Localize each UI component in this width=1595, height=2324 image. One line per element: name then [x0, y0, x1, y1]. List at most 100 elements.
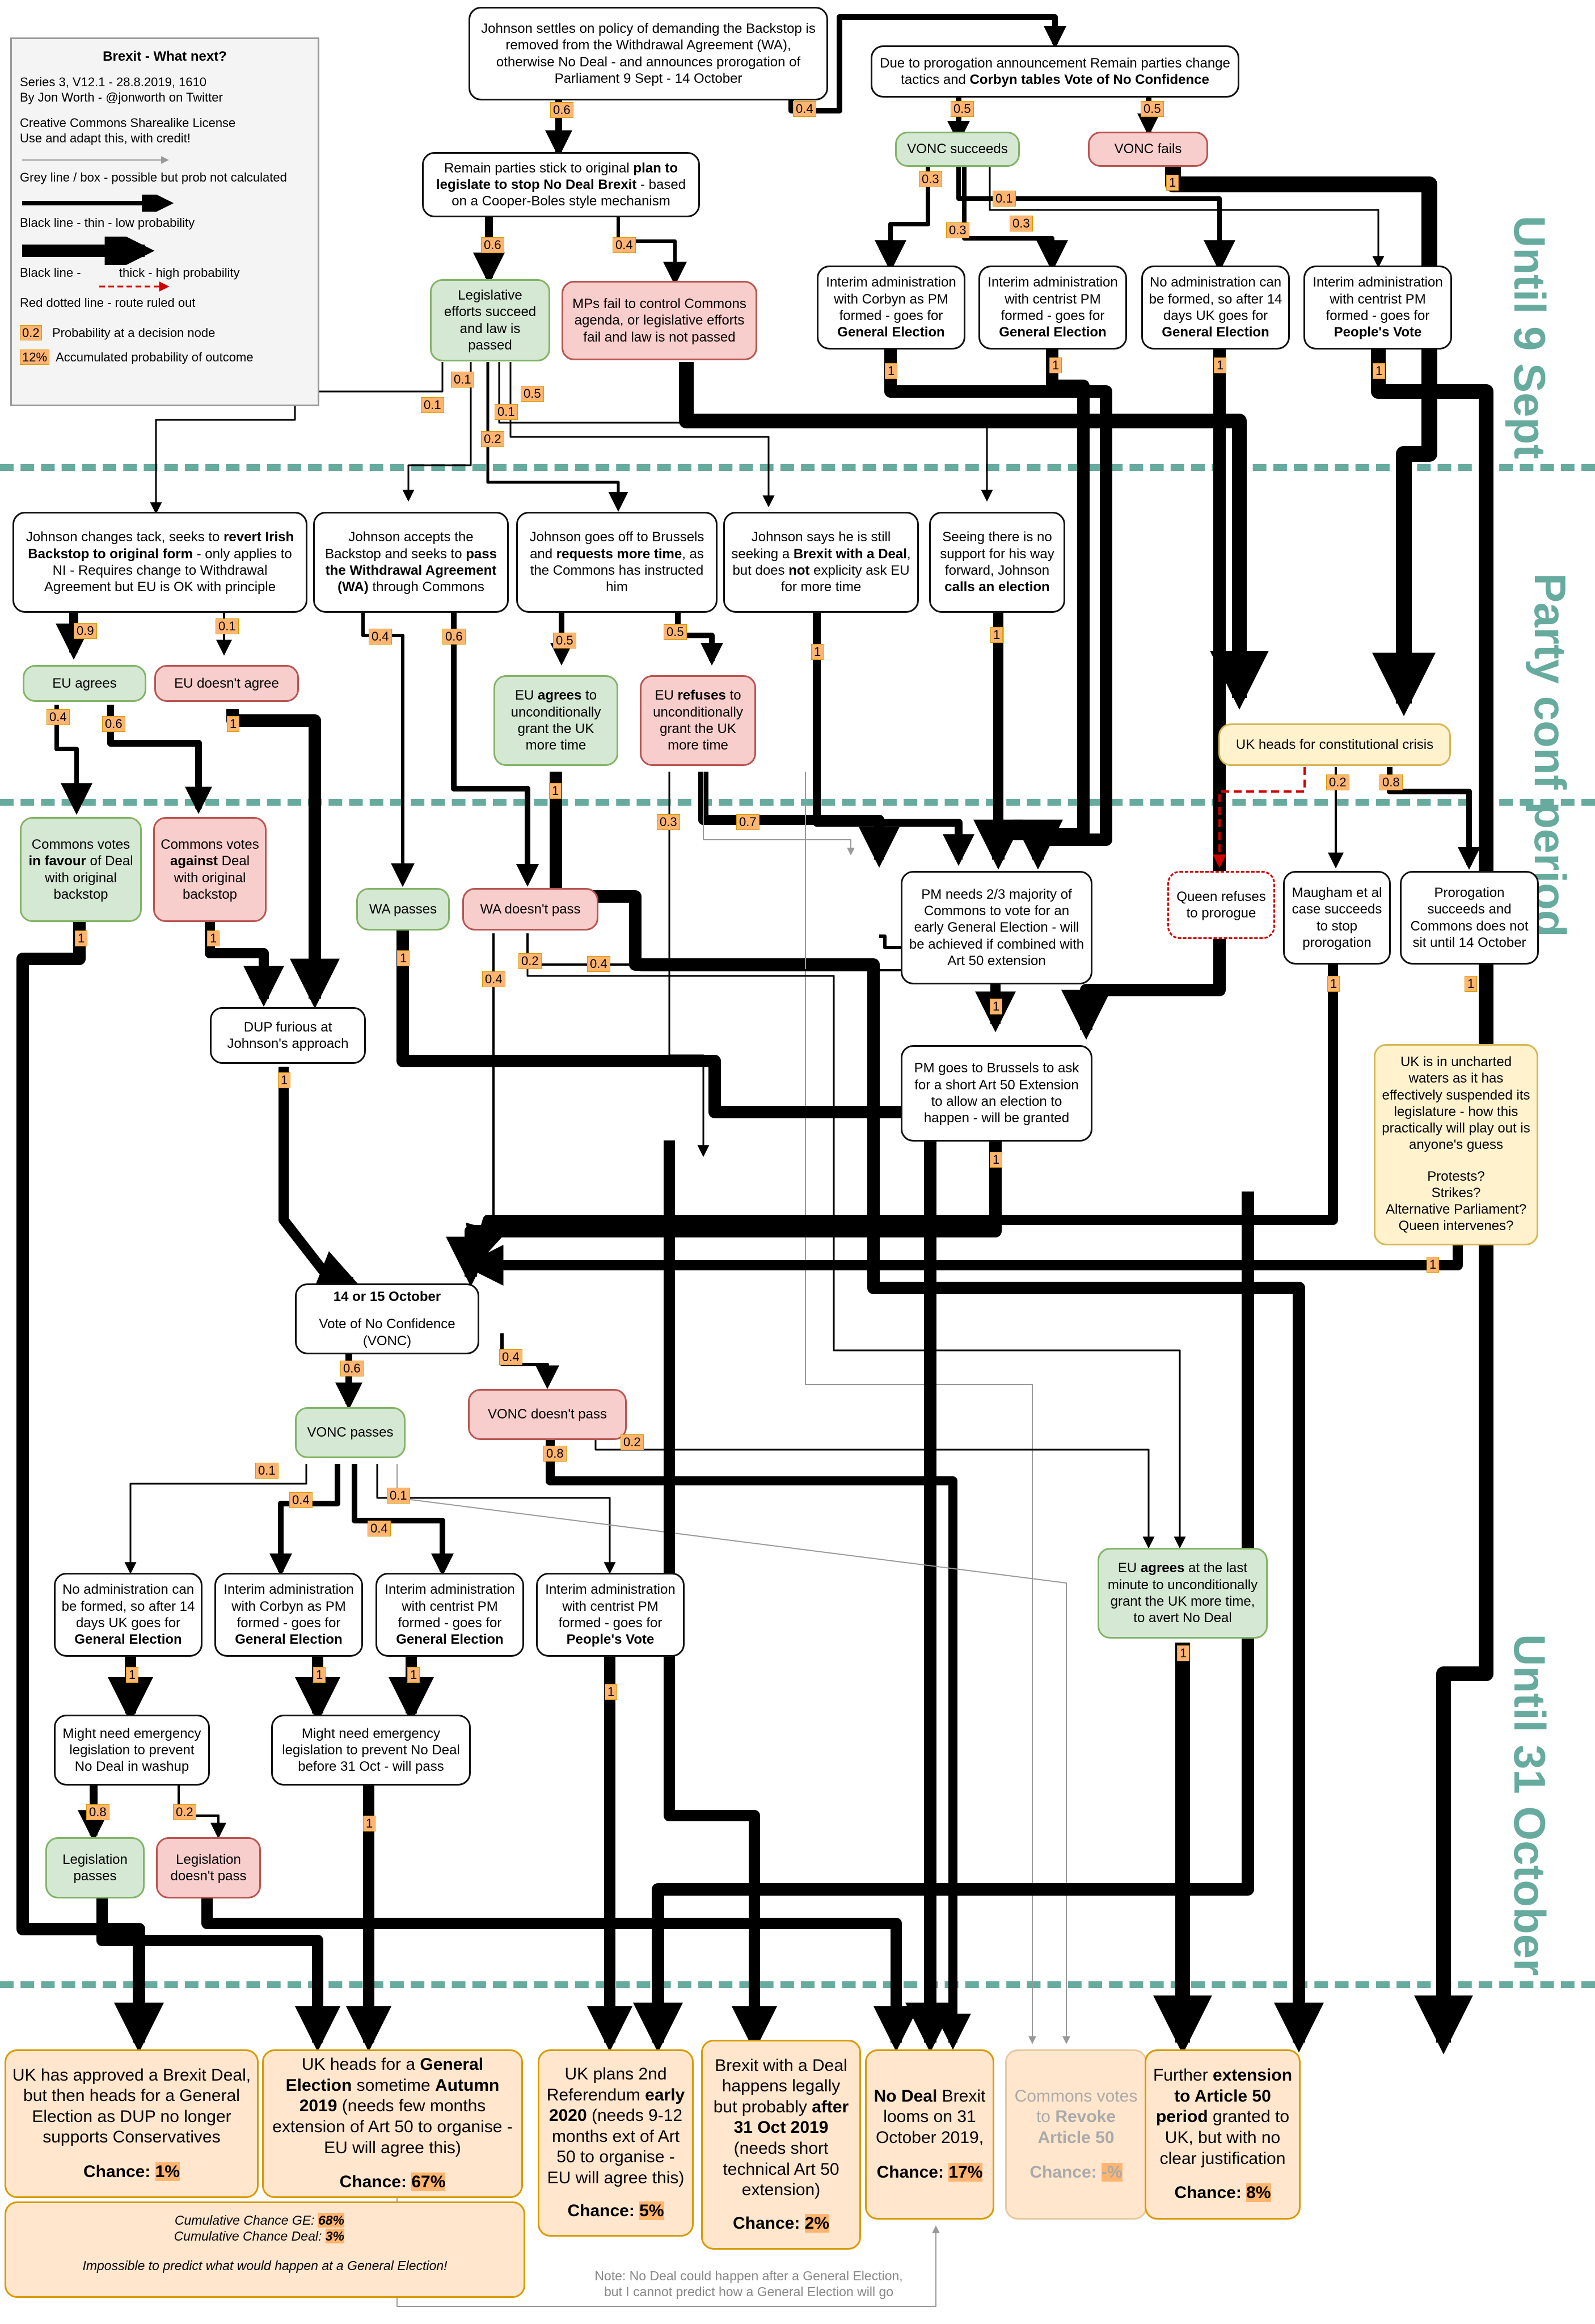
- legend-acc-row: 12% Accumulated probability of outcome: [20, 350, 310, 365]
- node-wa-doesnt-pass: WA doesn't pass: [462, 888, 598, 931]
- node-commons-against: Commons votes against Deal with original…: [153, 817, 267, 922]
- edge-probability-label: 0.1: [421, 397, 444, 413]
- outcome-deal-after-oct: Brexit with a Deal happens legally but p…: [701, 2040, 861, 2250]
- edge-probability-label: 1: [278, 1072, 291, 1088]
- edge: [679, 362, 1269, 710]
- edge-probability-label: 1: [1166, 175, 1179, 191]
- legend-grey-arrow: [22, 155, 169, 164]
- edge: [96, 1898, 340, 2052]
- edge-probability-label: 1: [313, 1667, 326, 1683]
- edge: [201, 1898, 919, 2052]
- edge-probability-label: 1: [549, 783, 562, 799]
- legend-thick-line-label: Black line - thick - high probability: [20, 265, 240, 280]
- edge-probability-label: 1: [1465, 976, 1478, 992]
- edge-probability-label: 0.6: [442, 629, 466, 645]
- edge-probability-label: 0.4: [499, 1349, 522, 1365]
- legend-prob-box: 0.2: [20, 325, 42, 341]
- edge: [451, 613, 539, 887]
- separator-line: [0, 799, 1595, 806]
- edge-probability-label: 1: [407, 1667, 420, 1683]
- edge-probability-label: 0.2: [481, 431, 504, 447]
- edge: [813, 613, 974, 866]
- legend-grey-line-label: Grey line / box - possible but prob not …: [20, 170, 287, 185]
- legend-red-line-label: Red dotted line - route ruled out: [20, 296, 196, 310]
- period-label-until-9-sept: Until 9 Sept: [1505, 216, 1555, 460]
- edge: [1165, 166, 1437, 717]
- node-no-admin-ge-2: No administration can be formed, so afte…: [54, 1573, 202, 1657]
- edge: [361, 613, 415, 887]
- edge: [617, 216, 687, 286]
- edge-probability-label: 1: [1327, 976, 1340, 992]
- edge: [376, 1464, 616, 1574]
- edge: [962, 166, 1068, 272]
- legend-license-line: Creative Commons Sharealike License: [20, 115, 236, 130]
- legend-acc-text: Accumulated probability of outcome: [56, 350, 254, 365]
- edge-probability-label: 0.4: [368, 1521, 391, 1536]
- edge: [1213, 767, 1306, 868]
- outcome-further-extension: Further extension to Article 50 period g…: [1145, 2049, 1301, 2220]
- separator-line: [0, 464, 1595, 471]
- node-brussels-more-time: Johnson goes off to Brussels and request…: [516, 512, 718, 613]
- edge-probability-label: 0.5: [664, 624, 687, 640]
- edge-probability-label: 0.2: [518, 953, 542, 969]
- node-legislative-succeed: Legislative efforts succeed and law is p…: [430, 279, 550, 361]
- edge-probability-label: 1: [811, 644, 824, 660]
- edge: [226, 709, 340, 1009]
- edge-probability-label: 1: [363, 1816, 376, 1832]
- node-wa-passes: WA passes: [356, 888, 450, 931]
- legend-thick-arrow: [22, 225, 155, 276]
- edge-probability-label: 1: [75, 931, 88, 946]
- node-ia-peoples-vote: Interim administration with centrist PM …: [1303, 266, 1452, 350]
- node-prorogation-succeeds: Prorogation succeeds and Commons does no…: [1400, 871, 1539, 965]
- edge-probability-label: 0.6: [481, 237, 504, 253]
- node-emergency-washup: Might need emergency legislation to prev…: [54, 1715, 210, 1786]
- node-emergency-pass: Might need emergency legislation to prev…: [271, 1715, 471, 1786]
- edge-probability-label: 0.6: [550, 102, 573, 118]
- edge: [884, 347, 1112, 870]
- edge-probability-label: 0.4: [369, 629, 392, 645]
- edge: [498, 362, 993, 502]
- edge: [396, 1464, 1070, 2044]
- node-ia-peoples-vote-2: Interim administration with centrist PM …: [536, 1573, 685, 1657]
- edge-probability-label: 0.4: [289, 1492, 313, 1508]
- node-eu-agrees-more-time: EU agrees to unconditionally grant the U…: [493, 675, 618, 766]
- edge-probability-label: 0.5: [1141, 101, 1164, 117]
- edge-probability-label: 0.4: [793, 101, 816, 117]
- edge-probability-label: 1: [1214, 357, 1227, 373]
- edge-probability-label: 0.1: [216, 618, 239, 634]
- edge: [698, 772, 900, 868]
- edge-probability-label: 0.5: [521, 386, 544, 402]
- node-johnson-settles: Johnson settles on policy of demanding t…: [469, 7, 828, 100]
- node-legislation-doesnt-pass: Legislation doesn't pass: [156, 1837, 261, 1898]
- node-dup-furious: DUP furious at Johnson's approach: [210, 1007, 366, 1064]
- edge: [54, 705, 92, 815]
- edge: [446, 1140, 1002, 1287]
- node-legislation-passes: Legislation passes: [45, 1837, 145, 1898]
- legend-license-line: Use and adapt this, with credit!: [20, 130, 191, 145]
- node-calls-election: Seeing there is no support for his way f…: [929, 512, 1065, 613]
- node-uncharted-waters: UK is in uncharted waters as it has effe…: [1374, 1044, 1538, 1245]
- legend-meta-line: Series 3, V12.1 - 28.8.2019, 1610: [20, 75, 207, 90]
- edge-probability-label: 1: [397, 950, 410, 966]
- node-eu-doesnt-agree: EU doesn't agree: [154, 665, 299, 702]
- edge-probability-label: 0.8: [86, 1804, 109, 1820]
- edge-probability-label: 0.8: [1379, 774, 1403, 790]
- edge: [486, 362, 628, 512]
- edge: [402, 362, 472, 502]
- edge-probability-label: 0.4: [587, 956, 610, 972]
- edge: [269, 1464, 340, 1576]
- edge-probability-label: 1: [885, 363, 898, 379]
- edge-probability-label: 1: [1177, 1645, 1190, 1661]
- edge-probability-label: 1: [1049, 357, 1062, 373]
- edge-probability-label: 1: [990, 1152, 1003, 1168]
- edge-probability-label: 0.1: [451, 372, 474, 388]
- edge: [466, 965, 1338, 1268]
- edge: [720, 1294, 732, 2043]
- node-vonc-october: 14 or 15 October Vote of No Confidence (…: [295, 1283, 479, 1354]
- node-vonc-succeeds: VONC succeeds: [895, 132, 1020, 167]
- outcome-no-deal: No Deal Brexit looms on 31 October 2019,…: [865, 2049, 994, 2220]
- legend-acc-box: 12%: [20, 350, 50, 365]
- edge-probability-label: 0.3: [946, 222, 969, 238]
- outcome-dup-ge: UK has approved a Brexit Deal, but then …: [5, 2049, 259, 2198]
- node-maugham-case: Maugham et al case succeeds to stop pror…: [1283, 871, 1391, 965]
